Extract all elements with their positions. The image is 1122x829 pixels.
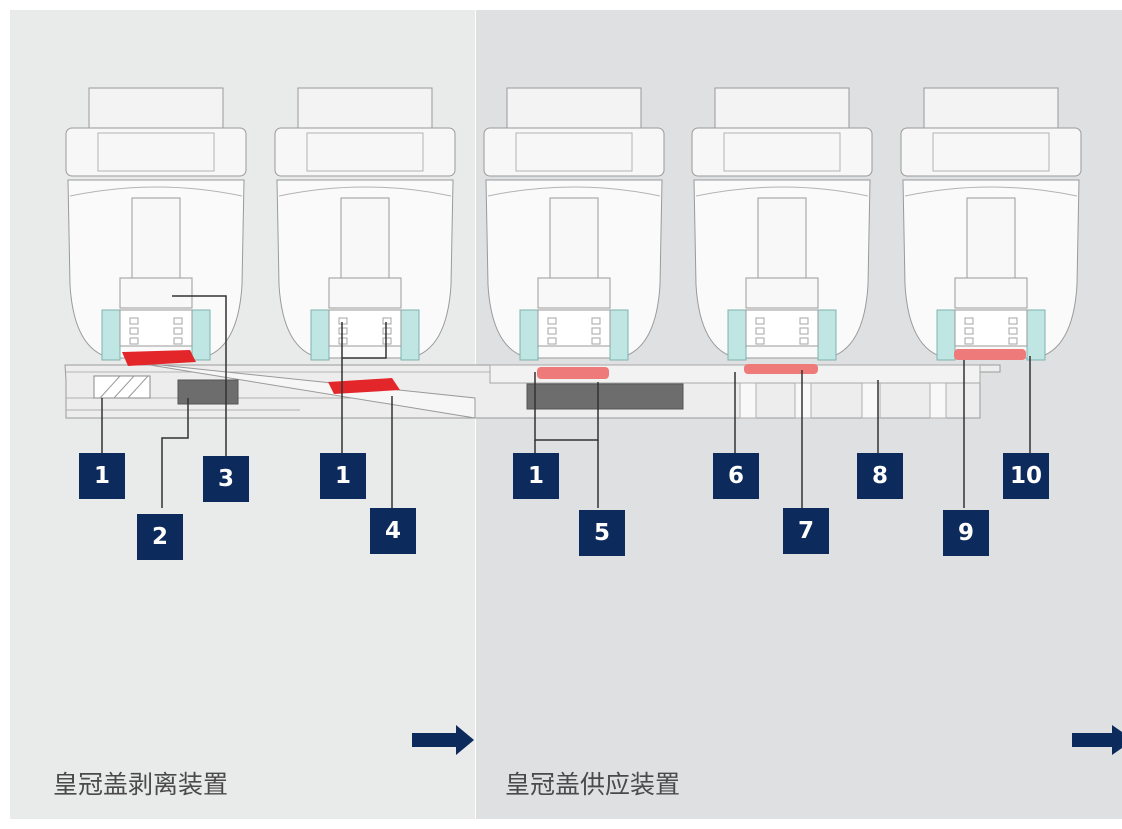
callout-badge: 6	[713, 453, 759, 499]
callout-badge: 8	[857, 453, 903, 499]
crown-cap-tilted-2	[328, 378, 400, 394]
crown-cap-supply-3	[954, 349, 1026, 360]
callout-badge: 9	[943, 510, 989, 556]
callout-badge: 4	[370, 508, 416, 554]
section-caption-stripping: 皇冠盖剥离装置	[53, 770, 229, 799]
section-caption-supply: 皇冠盖供应装置	[505, 770, 681, 799]
callout-badge: 3	[203, 456, 249, 502]
capping-head	[691, 87, 873, 361]
callout-badge: 5	[579, 510, 625, 556]
capping-head	[900, 87, 1082, 361]
callout-badge: 7	[783, 508, 829, 554]
callout-badge: 1	[79, 453, 125, 499]
crown-cap-supply-2	[744, 364, 818, 374]
crown-cap-tilted-1	[122, 350, 196, 366]
rail-plate	[64, 364, 1001, 419]
leader-lines	[101, 295, 1031, 508]
callout-badge: 10	[1003, 453, 1049, 499]
callout-badge: 2	[137, 514, 183, 560]
callout-badge: 1	[320, 453, 366, 499]
callout-badge: 1	[513, 453, 559, 499]
arrow-right-icon	[1072, 725, 1122, 755]
capping-heads	[65, 87, 1082, 361]
capping-head	[65, 87, 247, 361]
crown-caps	[122, 349, 1026, 394]
arrow-right-icon	[412, 725, 474, 755]
capping-head	[483, 87, 665, 361]
crown-cap-supply-1	[537, 367, 609, 379]
capping-head	[274, 87, 456, 361]
